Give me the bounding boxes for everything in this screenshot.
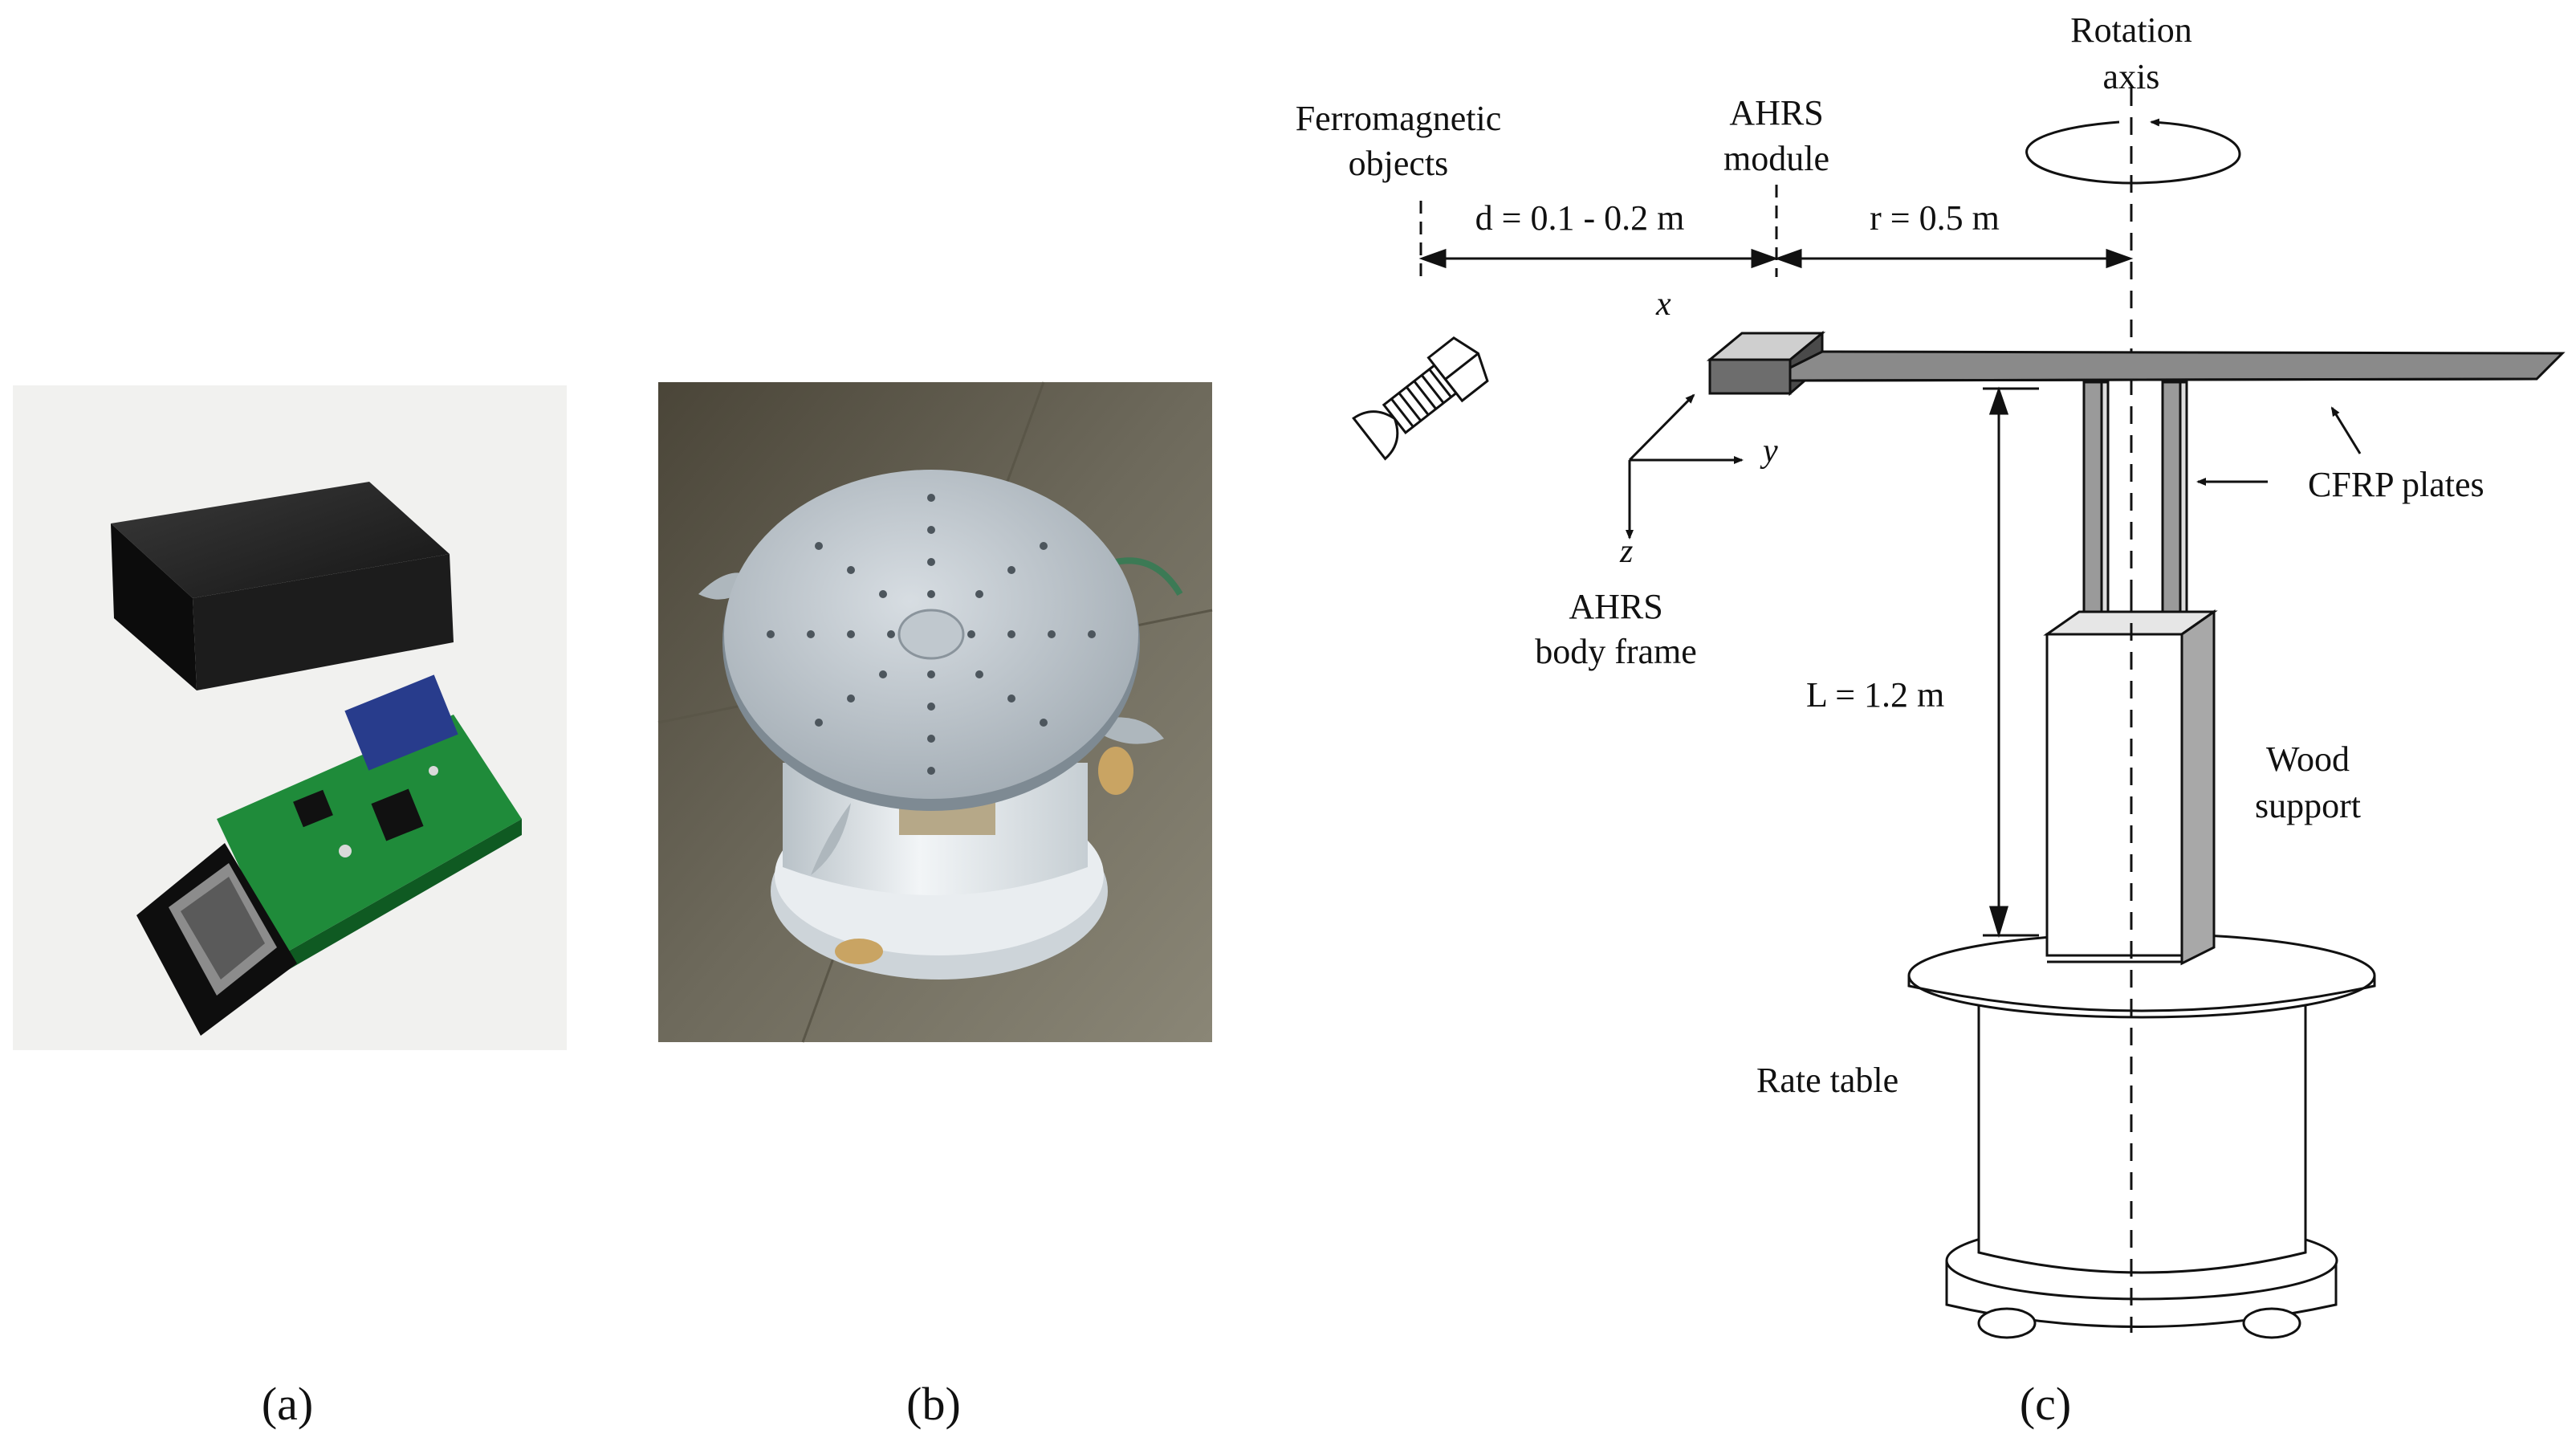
- axis-z-label: z: [1619, 533, 1633, 570]
- rate-table-label: Rate table: [1756, 1061, 1898, 1100]
- panel-b-photo: [657, 381, 1213, 1043]
- rate-table: [1907, 609, 2376, 1339]
- rotation-arrow: [2025, 118, 2241, 185]
- sensor-chip: [344, 674, 458, 771]
- panel-c-labels: Rotation axis Ferromagnetic objects AHRS…: [1296, 10, 2484, 1100]
- enclosure-box: [111, 482, 454, 690]
- wood-support-label: Wood: [2266, 739, 2350, 779]
- ahrs-module-label-2: module: [1723, 139, 1829, 178]
- dim-r-label: r = 0.5 m: [1870, 198, 2000, 238]
- rotation-axis-label-2: axis: [2103, 57, 2160, 96]
- caption-b: (b): [906, 1378, 961, 1430]
- bolt-icon: [1352, 336, 1489, 461]
- ahrs-module-label: AHRS: [1729, 93, 1823, 132]
- cfrp-label: CFRP plates: [2308, 465, 2484, 504]
- rotation-axis-label: Rotation: [2070, 10, 2192, 50]
- rotating-arm: [1789, 350, 2566, 382]
- ferromagnetic-label: Ferromagnetic: [1296, 99, 1502, 138]
- ferromagnetic-label-2: objects: [1349, 144, 1449, 183]
- caption-c: (c): [2020, 1378, 2071, 1430]
- body-frame-axes: [1626, 393, 1744, 540]
- caption-a: (a): [262, 1378, 313, 1430]
- panel-c-diagram: [1352, 88, 2566, 1339]
- plate-holes: [767, 494, 1096, 775]
- cfrp-plates: [2082, 381, 2188, 617]
- body-frame-label-2: body frame: [1535, 632, 1697, 671]
- wood-support-label-2: support: [2255, 786, 2361, 825]
- dim-L-label: L = 1.2 m: [1806, 675, 1944, 715]
- db9-connector: [136, 843, 297, 1036]
- panel-a-photo: [13, 385, 567, 1050]
- dim-d-label: d = 0.1 - 0.2 m: [1475, 198, 1685, 238]
- axis-y-label: y: [1760, 433, 1778, 470]
- pcb-board: [217, 674, 522, 973]
- body-frame-label: AHRS: [1569, 587, 1662, 626]
- axis-x-label: x: [1655, 286, 1671, 323]
